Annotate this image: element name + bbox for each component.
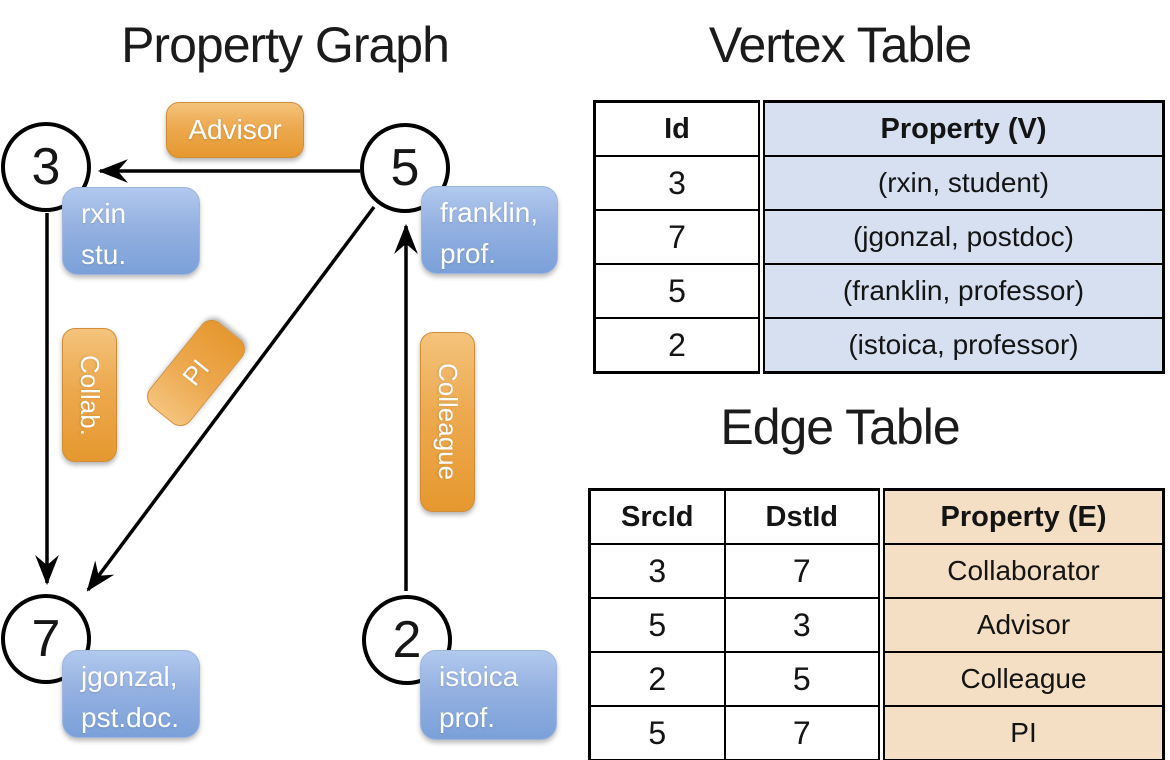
column-header-property-v: Property (V): [758, 100, 1165, 157]
edge-property-cell: Advisor: [878, 597, 1165, 653]
edge-src-cell: 5: [588, 705, 726, 760]
edge-label-text: Collab.: [75, 354, 105, 436]
vertex-property-box-rxin: rxin stu.: [62, 187, 200, 275]
table-row: 2 (istoica, professor): [593, 317, 1165, 374]
edge-dst-cell: 3: [723, 597, 883, 653]
table-row: 5 3 Advisor: [588, 597, 1165, 653]
edge-table: SrcId DstId Property (E) 3 7 Collaborato…: [588, 488, 1165, 760]
vertex-circle-5: 5: [360, 123, 450, 213]
edge-dst-cell: 7: [723, 705, 883, 760]
vertex-id-label: 7: [31, 610, 61, 668]
vertex-circle-2: 2: [362, 595, 452, 685]
vertex-id-label: 2: [392, 611, 422, 669]
table-row: 5 7 PI: [588, 705, 1165, 760]
vertex-property-cell: (istoica, professor): [758, 317, 1165, 374]
table-row: 3 7 Collaborator: [588, 543, 1165, 599]
table-row: 2 5 Colleague: [588, 651, 1165, 707]
table-row: 5 (franklin, professor): [593, 263, 1165, 319]
edge-label-advisor: Advisor: [166, 102, 304, 158]
table-row: 3 (rxin, student): [593, 155, 1165, 211]
column-header-dstid: DstId: [723, 488, 883, 545]
edge-label-text: PI: [176, 353, 215, 392]
edge-property-cell: PI: [878, 705, 1165, 760]
vertex-property-line2: stu.: [81, 239, 127, 270]
edge-label-collab: Collab.: [62, 328, 117, 462]
column-header-property-e: Property (E): [878, 488, 1165, 545]
edge-label-colleague: Colleague: [420, 332, 475, 512]
table-row: 7 (jgonzal, postdoc): [593, 209, 1165, 265]
vertex-id-cell: 5: [593, 263, 763, 319]
edge-dst-cell: 5: [723, 651, 883, 707]
table-header-row: Id Property (V): [593, 100, 1165, 157]
edge-src-cell: 2: [588, 651, 726, 707]
vertex-property-line2: prof.: [440, 238, 497, 269]
column-header-srcid: SrcId: [588, 488, 726, 545]
vertex-property-line1: franklin,: [440, 197, 539, 228]
edge-label-text: Colleague: [433, 363, 463, 481]
vertex-property-cell: (jgonzal, postdoc): [758, 209, 1165, 265]
column-header-id: Id: [593, 100, 763, 157]
edge-table-title: Edge Table: [720, 399, 960, 455]
vertex-property-box-istoica: istoica prof.: [420, 650, 557, 740]
vertex-id-cell: 2: [593, 317, 763, 374]
vertex-property-line2: prof.: [439, 702, 496, 733]
edge-src-cell: 5: [588, 597, 726, 653]
property-graph-title: Property Graph: [121, 17, 450, 73]
vertex-property-line1: jgonzal,: [81, 661, 178, 692]
vertex-id-cell: 7: [593, 209, 763, 265]
vertex-table-title: Vertex Table: [708, 17, 972, 73]
edge-src-cell: 3: [588, 543, 726, 599]
table-header-row: SrcId DstId Property (E): [588, 488, 1165, 545]
vertex-property-line1: rxin: [81, 198, 127, 229]
graph-edges-layer: [35, 159, 418, 592]
edge-dst-cell: 7: [723, 543, 883, 599]
vertex-id-cell: 3: [593, 155, 763, 211]
vertex-property-line1: istoica: [439, 661, 519, 692]
vertex-table: Id Property (V) 3 (rxin, student) 7 (jgo…: [593, 100, 1165, 374]
vertex-property-box-franklin: franklin, prof.: [421, 186, 558, 274]
vertex-property-box-jgonzal: jgonzal, pst.doc.: [62, 650, 200, 738]
edge-label-text: Advisor: [188, 114, 282, 145]
vertex-property-cell: (rxin, student): [758, 155, 1165, 211]
vertex-property-line2: pst.doc.: [81, 702, 180, 733]
vertex-property-cell: (franklin, professor): [758, 263, 1165, 319]
vertex-id-label: 3: [31, 138, 61, 196]
edge-property-cell: Collaborator: [878, 543, 1165, 599]
edge-property-cell: Colleague: [878, 651, 1165, 707]
vertex-id-label: 5: [390, 139, 420, 197]
edge-arrow-pi-5-to-7: [86, 205, 376, 592]
